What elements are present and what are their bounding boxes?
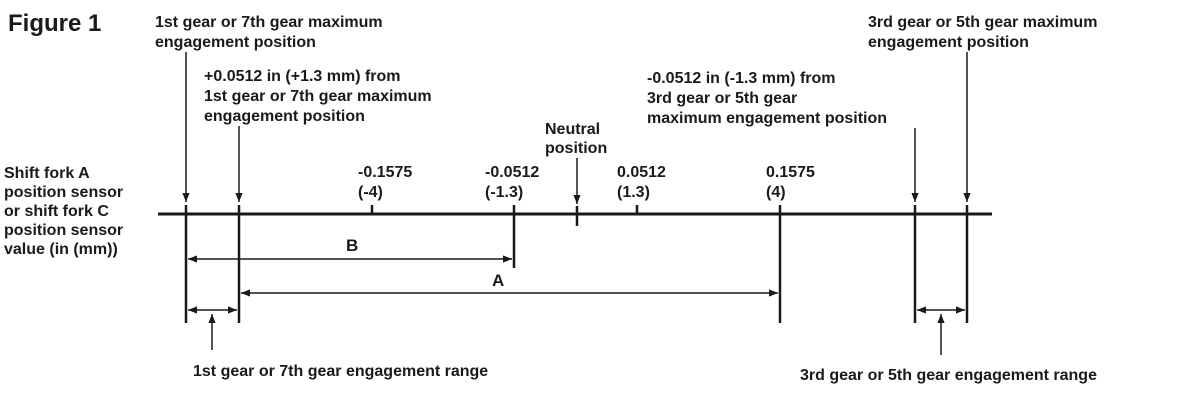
axis-label: Shift fork A position sensor or shift fo… <box>4 165 128 258</box>
range-a-label: A <box>492 271 504 290</box>
first-range-label: 1st gear or 7th gear engagement range <box>193 363 488 380</box>
third-range-label: 3rd gear or 5th gear engagement range <box>800 367 1097 384</box>
callout-third-max: 3rd gear or 5th gear maximum engagement … <box>868 14 1102 51</box>
tick-label-minus-1-3: -0.0512 (-1.3) <box>485 164 544 201</box>
tick-label-minus-4: -0.1575 (-4) <box>358 164 417 201</box>
tick-label-plus-1-3: 0.0512 (1.3) <box>617 164 670 201</box>
tick-label-plus-4: 0.1575 (4) <box>766 164 819 201</box>
figure-label: Figure 1 <box>8 10 101 37</box>
callout-minus-offset: -0.0512 in (-1.3 mm) from 3rd gear or 5t… <box>647 70 887 127</box>
neutral-label: Neutral position <box>545 121 607 157</box>
range-b-label: B <box>346 236 358 255</box>
callout-first-max: 1st gear or 7th gear maximum engagement … <box>155 14 387 51</box>
callout-plus-offset: +0.0512 in (+1.3 mm) from 1st gear or 7t… <box>204 68 436 125</box>
